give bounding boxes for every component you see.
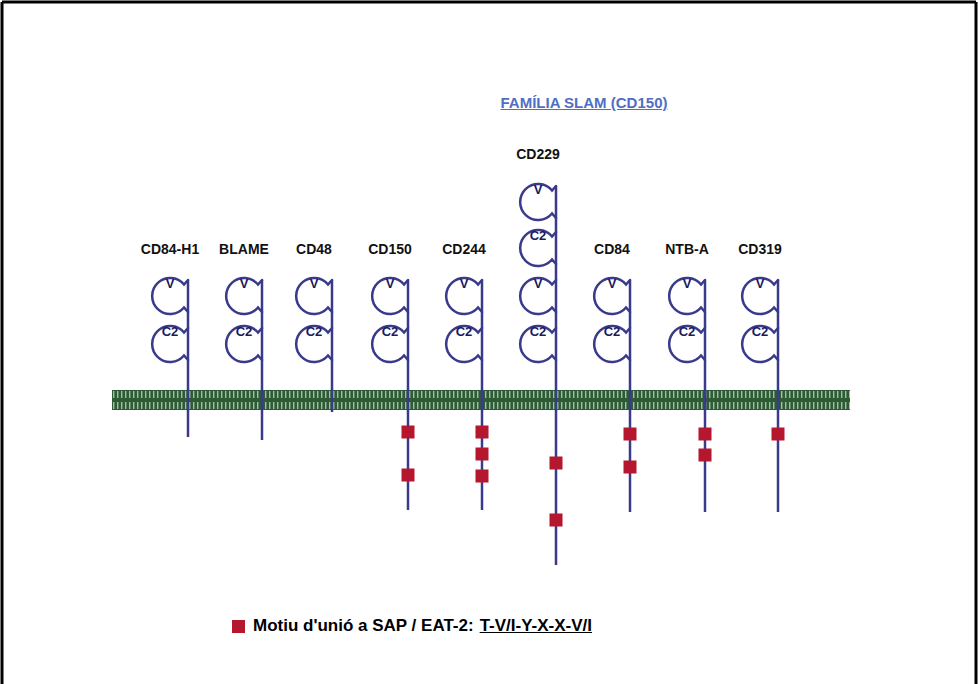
ig-domain: C2	[148, 324, 190, 364]
slam-receptor: CD150V C2	[348, 241, 432, 364]
domain-name: C2	[667, 324, 707, 364]
ig-domain: V	[516, 182, 558, 222]
domain-name: C2	[370, 324, 410, 364]
domain-name: V	[444, 276, 484, 316]
domain-name: V	[294, 276, 334, 316]
ig-domain: C2	[665, 324, 707, 364]
legend-text: Motiu d'unió a SAP / EAT-2:	[253, 616, 474, 636]
domain-name: V	[592, 276, 632, 316]
slam-receptor: NTB-A V C2	[645, 241, 729, 364]
ig-domain: C2	[222, 324, 264, 364]
ig-domain: C2	[516, 324, 558, 364]
domain-name: V	[150, 276, 190, 316]
ig-domain: V	[665, 276, 707, 316]
receptor-name: CD229	[496, 146, 580, 162]
domain-name: C2	[150, 324, 190, 364]
legend: Motiu d'unió a SAP / EAT-2: T-V/I-Y-X-X-V…	[232, 616, 592, 636]
ig-domain: V	[222, 276, 264, 316]
receptor-name: CD84-H1	[128, 241, 212, 257]
domain-name: C2	[518, 228, 558, 268]
domain-name: V	[740, 276, 780, 316]
sap-binding-motifs	[402, 426, 785, 527]
domain-name: C2	[518, 324, 558, 364]
ig-domain: C2	[442, 324, 484, 364]
domain-name: V	[370, 276, 410, 316]
slam-receptor: CD244V C2	[422, 241, 506, 364]
ig-domain: C2	[516, 228, 558, 268]
motif-sequence: T-V/I-Y-X-X-V/I	[480, 616, 592, 636]
ig-domain: V	[738, 276, 780, 316]
diagram-title: FAMÍLIA SLAM (CD150)	[384, 94, 784, 111]
receptor-name: CD48	[272, 241, 356, 257]
domain-name: C2	[592, 324, 632, 364]
protein-stems	[188, 186, 778, 565]
receptor-name: NTB-A	[645, 241, 729, 257]
domain-name: C2	[444, 324, 484, 364]
domain-name: C2	[740, 324, 780, 364]
legend-swatch	[232, 620, 245, 633]
ig-domain: V	[590, 276, 632, 316]
slam-receptor: CD84V C2	[570, 241, 654, 364]
domain-name: C2	[294, 324, 334, 364]
ig-domain: C2	[590, 324, 632, 364]
legend-item: Motiu d'unió a SAP / EAT-2:	[232, 616, 474, 636]
ig-domain: C2	[738, 324, 780, 364]
slam-receptor: CD319V C2	[718, 241, 802, 364]
domain-name: C2	[224, 324, 264, 364]
ig-domain: V	[516, 276, 558, 316]
domain-name: V	[518, 182, 558, 222]
domain-name: V	[518, 276, 558, 316]
slam-receptor: CD84-H1V C2	[128, 241, 212, 364]
ig-domain: V	[148, 276, 190, 316]
ig-domain: C2	[368, 324, 410, 364]
ig-domain: V	[442, 276, 484, 316]
ig-domain: V	[292, 276, 334, 316]
receptor-name: BLAME	[202, 241, 286, 257]
receptor-name: CD244	[422, 241, 506, 257]
ig-domain: V	[368, 276, 410, 316]
slam-receptor: CD229VC2VC2	[496, 146, 580, 364]
receptor-name: CD150	[348, 241, 432, 257]
slam-receptor: BLAME V C2	[202, 241, 286, 364]
domain-name: V	[224, 276, 264, 316]
domain-name: V	[667, 276, 707, 316]
ig-domain: C2	[292, 324, 334, 364]
receptor-name: CD84	[570, 241, 654, 257]
receptor-name: CD319	[718, 241, 802, 257]
slam-receptor: CD48V C2	[272, 241, 356, 364]
